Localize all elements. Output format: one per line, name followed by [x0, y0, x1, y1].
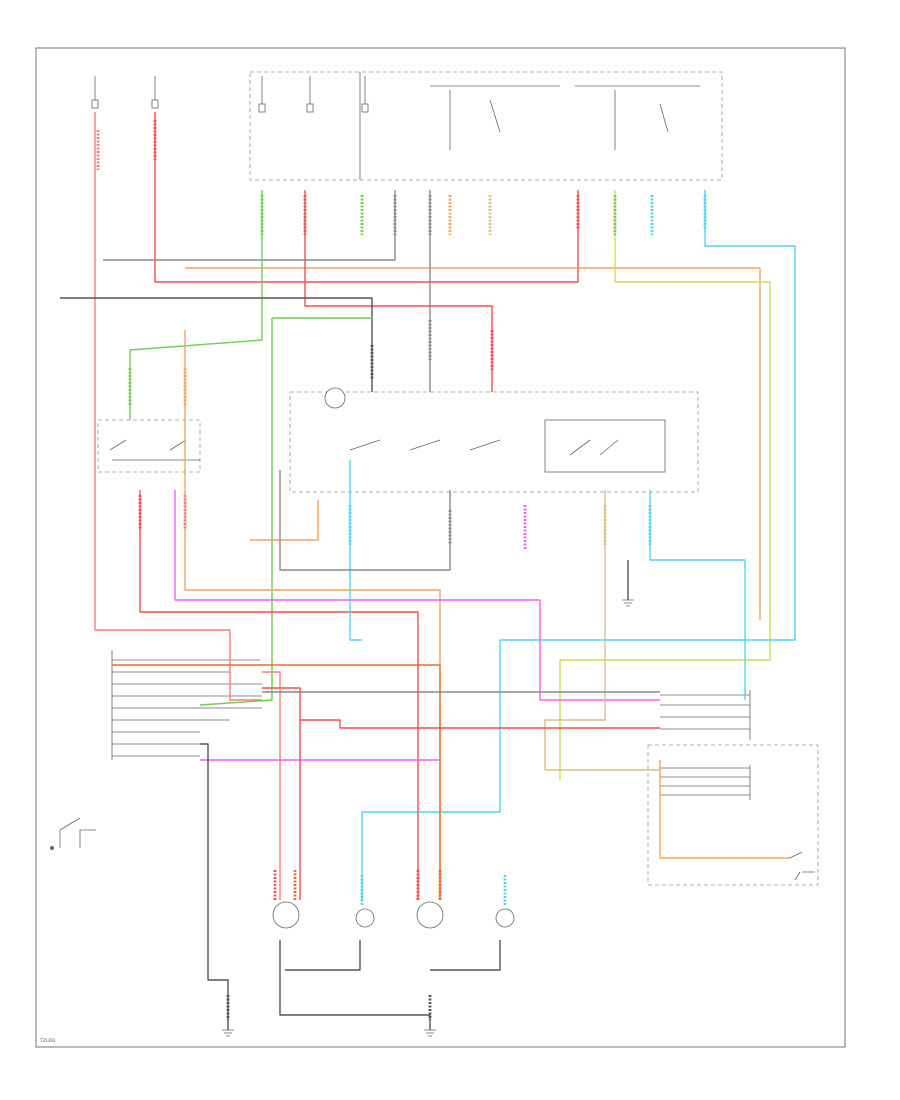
wire-red — [154, 112, 579, 283]
diagram-id: T35393 — [39, 1038, 56, 1043]
wire-cyan — [361, 190, 796, 900]
wire-yellow-green — [559, 190, 771, 780]
wire-green-long — [199, 317, 372, 706]
wiring — [60, 112, 796, 1030]
wire-tan — [544, 490, 660, 771]
wire-red-mid — [304, 190, 493, 392]
wire-green — [129, 190, 263, 420]
diagram-frame — [35, 47, 846, 1048]
ground-icon — [424, 1029, 436, 1037]
multifunction-switch — [289, 387, 699, 493]
fuse-icon — [306, 103, 314, 113]
right-headlight-icon — [416, 901, 444, 929]
wire-orange-top — [185, 267, 761, 620]
wire-gray-bottom — [279, 470, 451, 571]
fuse-icon — [91, 99, 99, 109]
wire-red-right — [300, 719, 660, 729]
wire-pink — [94, 112, 262, 701]
wire-black-ground-left — [200, 743, 229, 1030]
door-switch — [50, 817, 96, 850]
right-connector-upper — [660, 690, 751, 740]
wire-pink-headlight — [262, 671, 281, 900]
switch-contact-icon — [50, 846, 54, 850]
wire-orange-lower-right — [659, 760, 790, 859]
wire-red-headlight — [262, 687, 301, 900]
ground-icon — [222, 1029, 234, 1037]
wire-black-lamps — [285, 940, 501, 971]
wire-orange-switch — [250, 500, 319, 541]
fuse-icon — [361, 103, 369, 113]
right-connector-lower — [647, 744, 819, 886]
fuse-markers — [91, 76, 369, 113]
wire-codes — [96, 120, 707, 1020]
right-park-lamp-icon — [495, 908, 515, 928]
junction-block — [249, 71, 723, 181]
ground-icon — [622, 599, 634, 607]
control-module — [111, 650, 262, 760]
wire-black-ground-right — [279, 940, 431, 1030]
wire-red-left — [139, 490, 419, 900]
left-headlight-icon — [272, 901, 300, 929]
indicator-lamp-icon — [324, 387, 346, 409]
wire-magenta — [174, 490, 660, 701]
wire-black — [60, 297, 373, 392]
wire-cyan-mid — [349, 460, 362, 641]
wire-orange-left — [184, 330, 441, 900]
grounds — [222, 560, 634, 1037]
fuse-icon — [151, 99, 159, 109]
wire-gray — [103, 190, 396, 261]
wire-dark-orange — [112, 664, 441, 900]
fuse-icon — [258, 103, 266, 113]
wire-cyan-right — [649, 490, 746, 700]
lamps — [272, 901, 515, 929]
ambient-sensor-switch — [789, 851, 815, 881]
left-park-lamp-icon — [355, 908, 375, 928]
